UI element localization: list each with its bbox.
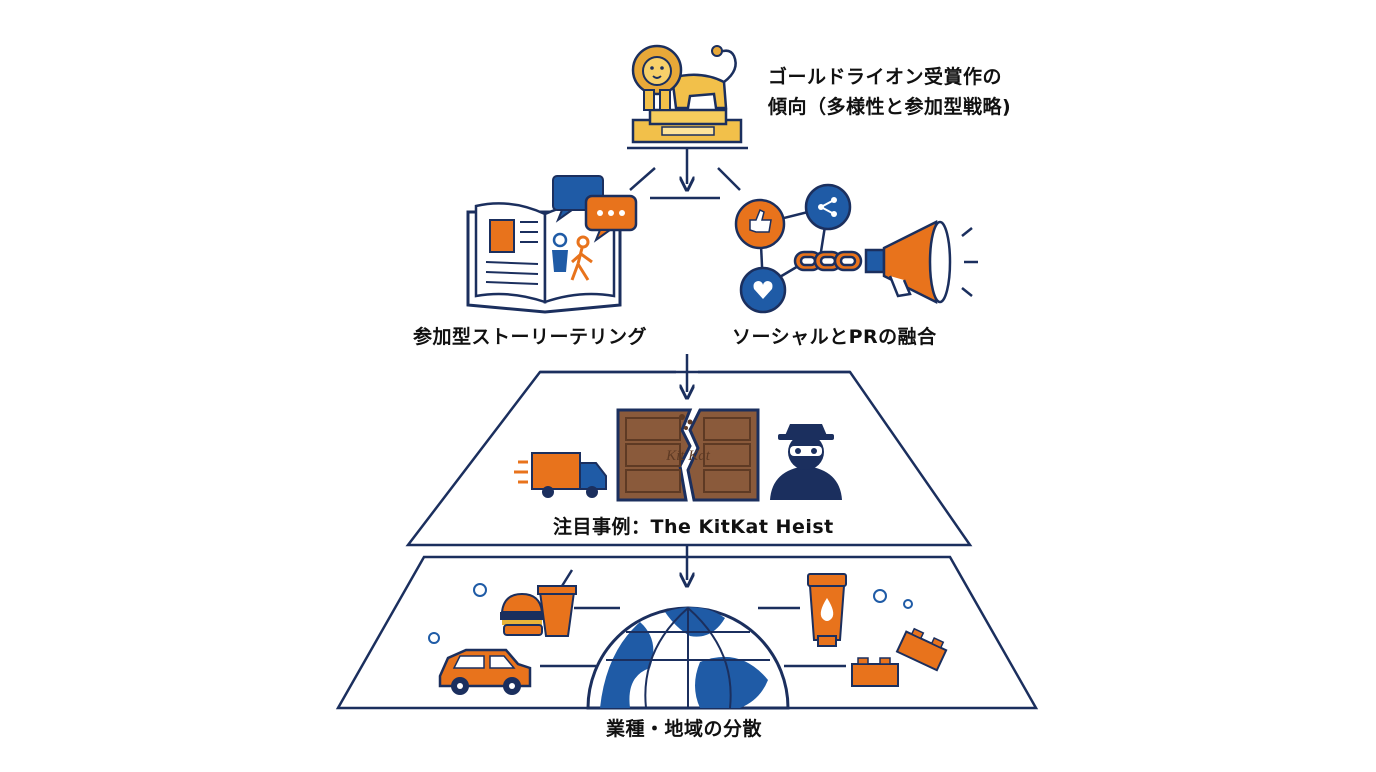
decor-circle bbox=[428, 632, 440, 644]
decor-circle bbox=[473, 583, 487, 597]
diagram-title-line1: ゴールドライオン受賞作の bbox=[768, 66, 1003, 88]
chat-bubble-icon bbox=[584, 194, 638, 243]
node-label-industry: 業種・地域の分散 bbox=[606, 718, 763, 740]
lion-trophy-icon bbox=[631, 44, 743, 144]
kitkat-bar-icon bbox=[616, 408, 760, 502]
globe-spokes bbox=[540, 606, 846, 668]
case-study-panel bbox=[405, 370, 973, 547]
like-icon bbox=[734, 198, 786, 250]
globe-icon bbox=[586, 606, 790, 710]
decor-circle bbox=[873, 589, 887, 603]
node-label-storytelling: 参加型ストーリーテリング bbox=[413, 326, 648, 348]
megaphone-icon bbox=[864, 219, 978, 305]
car-icon bbox=[438, 648, 532, 695]
kitkat-logo-text: Kit Kat bbox=[665, 448, 711, 464]
person-icon bbox=[552, 232, 568, 272]
top-connectors bbox=[627, 146, 748, 200]
node-label-case-study: 注目事例：The KitKat Heist bbox=[553, 516, 834, 538]
lotion-tube-icon bbox=[807, 573, 847, 647]
industry-panel bbox=[335, 555, 1039, 710]
truck-icon bbox=[514, 452, 607, 498]
chain-icon bbox=[793, 250, 863, 272]
drink-icon bbox=[537, 569, 577, 637]
lego-brick-icon bbox=[851, 627, 948, 687]
node-label-social-pr: ソーシャルとPRの融合 bbox=[732, 326, 937, 348]
diagram-title-line2: 傾向（多様性と参加型戦略) bbox=[768, 96, 1012, 118]
heart-icon bbox=[739, 266, 787, 314]
burger-icon bbox=[500, 592, 544, 636]
thief-icon bbox=[770, 424, 842, 500]
share-icon bbox=[804, 183, 852, 231]
walking-person-icon bbox=[570, 235, 593, 281]
decor-circle bbox=[903, 599, 913, 609]
